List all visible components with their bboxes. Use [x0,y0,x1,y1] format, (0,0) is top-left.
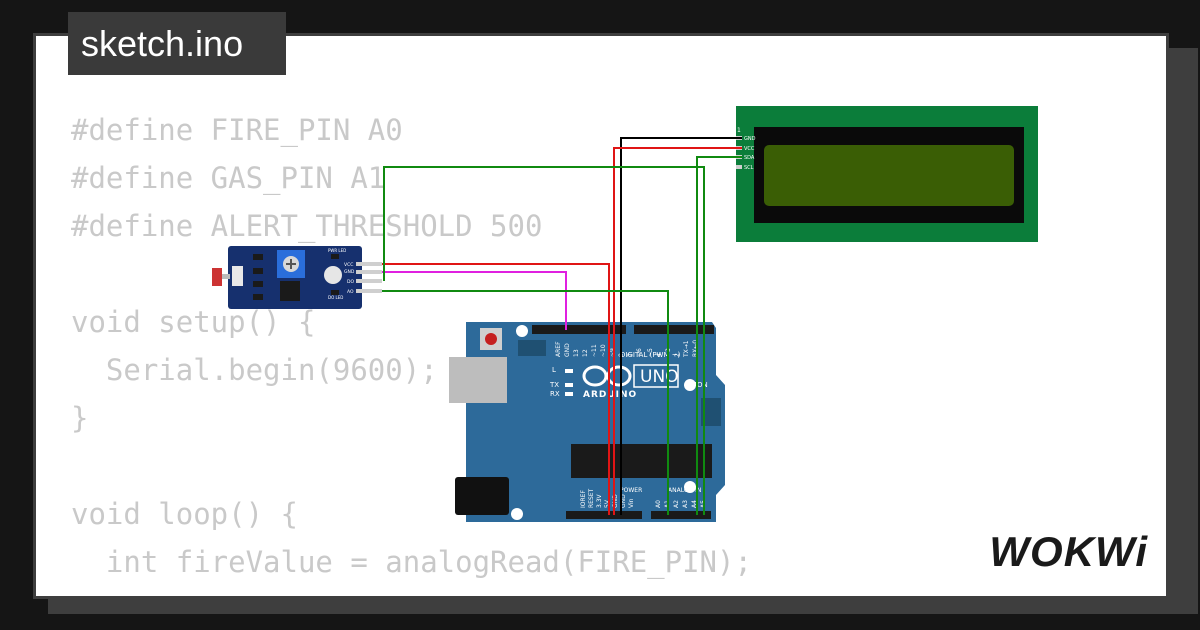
pwr-led-label: PWR LED [328,248,346,253]
arduino-pin-label: IOREF [580,490,587,508]
power-jack [455,477,509,515]
analog-header [651,511,711,519]
arduino-pin-label: 3.3V [596,493,603,508]
wire-gnd-sensor [382,271,567,330]
usb-port [449,357,507,403]
digital-header-1 [532,325,626,334]
lcd-pin-label-sda: SDA [744,155,755,161]
led-rx-label: RX [550,390,560,398]
arduino-pin-label: ~11 [591,344,598,357]
arduino-pin-label: RESET [588,488,595,508]
wokwi-logo: WOKWi [989,528,1148,575]
arduino-pin-label: A0 [655,500,662,508]
arduino-pin-label: 5V [604,499,611,508]
sensor-pin [356,262,382,266]
arduino-pin-label: 13 [573,349,580,357]
arduino-pin-label: RX←0 [692,340,699,357]
power-label: POWER [620,487,642,494]
code-line: int fireValue = analogRead(FIRE_PIN); [71,545,752,579]
code-line: #define FIRE_PIN A0 [71,113,403,147]
wire-scl [383,166,705,515]
sensor-pin [356,279,382,283]
lcd-pin [736,165,742,169]
flame-sensor-module[interactable]: PWR LED DO LED VCC GND DO AO [212,246,382,309]
file-tab[interactable]: sketch.ino [68,12,286,75]
code-line: void setup() { [71,305,316,339]
model-label: UNO [640,367,679,387]
arduino-pin-label: Vin [628,498,635,508]
on-label: ON [697,381,708,389]
wire-vcc-sensor [382,263,610,515]
code-line: #define ALERT_THRESHOLD 500 [71,209,543,243]
arduino-pin-label: 2 [674,353,681,357]
code-line: Serial.begin(9600); [71,353,438,387]
code-preview: #define FIRE_PIN A0 #define GAS_PIN A1 #de… [71,106,752,596]
brand-label: ARDUINO [583,390,637,400]
ir-led [212,268,222,286]
wire-gnd [620,137,742,515]
arduino-pin-label: 4 [656,353,663,357]
arduino-pin-label: 12 [582,349,589,357]
arduino-pin-label: ~9 [609,348,616,357]
arduino-pin-label: A3 [682,500,689,508]
power-header [566,511,642,519]
arduino-pin-label: GND [612,494,619,508]
sensor-pin [356,270,382,274]
code-line: } [71,401,89,435]
arduino-pin-label: ~5 [647,348,654,357]
sensor-pin-label-do: DO [347,279,354,285]
do-led-label: DO LED [328,295,343,300]
code-line: #define GAS_PIN A1 [71,161,386,195]
led-l-label: L [552,366,556,374]
code-line: void loop() { [71,497,298,531]
digital-header-2 [634,325,714,334]
photodiode [232,266,243,286]
arduino-pin-label: GND [564,343,571,357]
lcd-pin1-label: 1 [737,127,741,134]
wire-vcc-lcd [613,147,742,515]
comparator-chip [280,281,300,301]
sensor-pin-label-vcc: VCC [344,262,353,268]
wires [382,137,742,515]
arduino-pin-label: A4 [691,500,698,508]
status-led [324,266,342,284]
code-line: int gasValue = analogRead(GAS_PIN); [71,586,752,596]
arduino-pin-label: GND [620,494,627,508]
sensor-pin [356,289,382,293]
atmega-chip [571,444,712,478]
arduino-pin-label: TX→1 [683,340,690,358]
led-tx-label: TX [549,381,559,389]
lcd-pin-label-gnd: GND [744,136,756,142]
lcd-pin-label-vcc: VCC [744,146,755,152]
arduino-pin-label: 7 [627,353,634,357]
lcd-display[interactable]: 1 GND VCC SDA SCL [736,106,1038,242]
lcd-pin-label-scl: SCL [744,165,754,171]
arduino-pin-label: ~6 [636,348,643,357]
icsp-header [701,398,721,426]
arduino-pin-label: A2 [673,500,680,508]
digital-label: DIGITAL (PWM ~) [620,351,681,359]
arduino-pin-label: AREF [555,341,562,357]
analog-label: ANALOG IN [668,487,701,494]
arduino-uno-board[interactable]: L TX RX ON DIGITAL (PWM ~) UNO ARDUINO P… [449,322,725,522]
sensor-pin-label-ao: AO [347,289,354,295]
wire-ao [382,290,669,515]
arduino-pin-label: ~10 [600,344,607,357]
sensor-pin-label-gnd: GND [344,269,355,275]
wire-sda [696,156,742,515]
